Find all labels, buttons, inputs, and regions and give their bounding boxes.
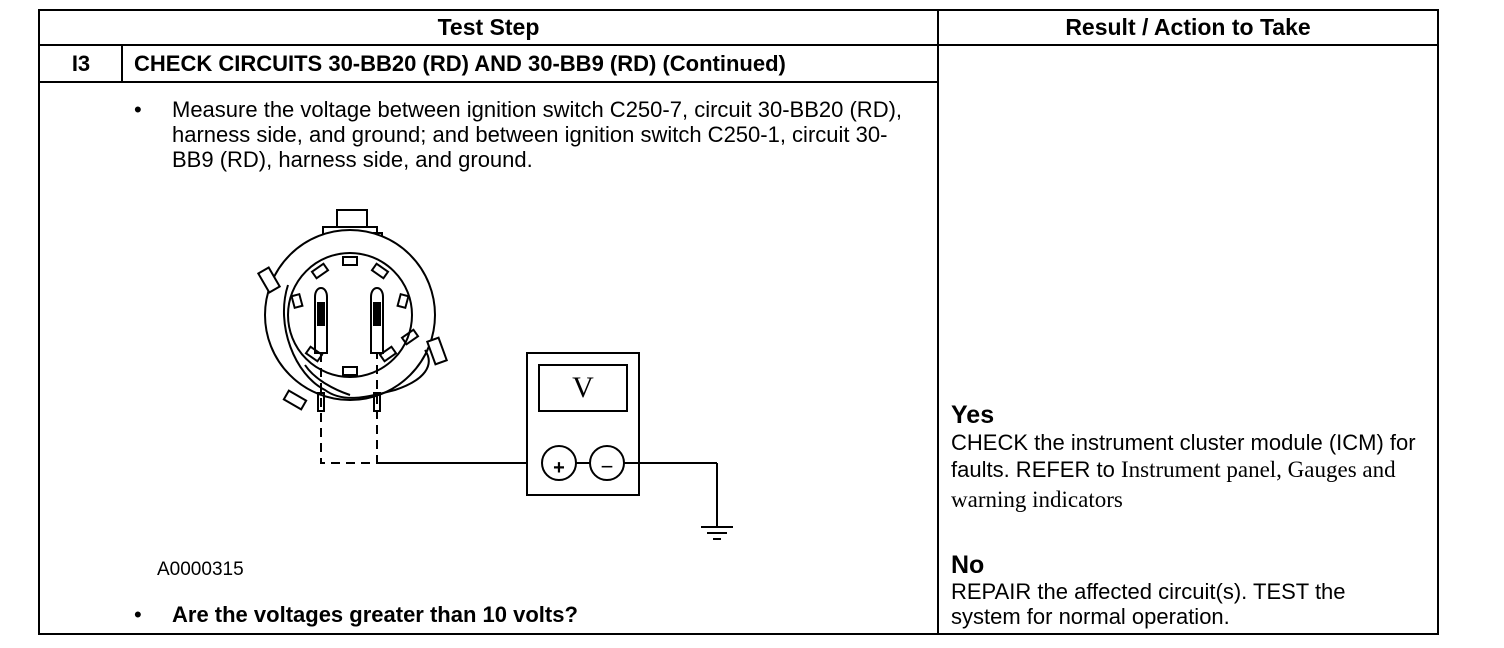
ignition-switch-connector <box>256 209 449 412</box>
no-action: REPAIR the affected circuit(s). TEST the… <box>951 579 1346 629</box>
figure-id: A0000315 <box>157 559 244 580</box>
no-label: No <box>951 551 985 579</box>
yes-reference-link[interactable]: Instrument panel, Gauges and warning ind… <box>951 457 1396 512</box>
header-rule <box>38 44 1439 46</box>
question-bullet: • <box>134 602 142 627</box>
meter-minus-terminal: − <box>600 454 614 479</box>
result-action-header: Result / Action to Take <box>1065 14 1311 40</box>
meter-plus-terminal: + <box>553 457 565 479</box>
yes-action-text: CHECK the instrument cluster module (ICM… <box>951 430 1416 482</box>
step-title-rule <box>38 81 938 83</box>
yes-action: CHECK the instrument cluster module (ICM… <box>951 430 1421 515</box>
voltmeter-diagram <box>256 209 733 540</box>
step-title: CHECK CIRCUITS 30-BB20 (RD) AND 30-BB9 (… <box>134 51 786 76</box>
bullet-marker: • <box>134 97 142 122</box>
test-step-header: Test Step <box>437 14 540 40</box>
meter-display-symbol: V <box>572 371 594 404</box>
step-id: I3 <box>71 51 91 76</box>
instruction-text: Measure the voltage between ignition swi… <box>172 97 903 172</box>
yes-label: Yes <box>951 401 995 429</box>
column-divider <box>937 9 939 635</box>
step-id-divider <box>121 44 123 82</box>
question-text: Are the voltages greater than 10 volts? <box>172 602 578 627</box>
procedure-table <box>38 9 1439 635</box>
